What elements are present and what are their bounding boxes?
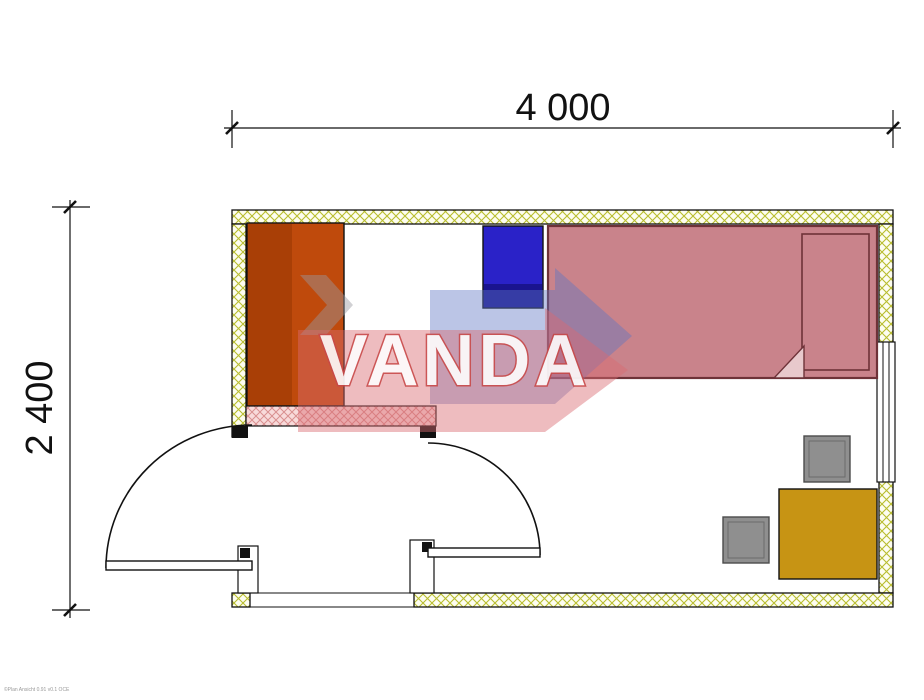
watermark-text: VANDA bbox=[320, 321, 591, 401]
dim-top-ticks bbox=[225, 121, 900, 135]
door-jamb-left bbox=[232, 426, 248, 438]
wall-bottom bbox=[413, 592, 894, 608]
blue-cabinet-lower bbox=[484, 284, 542, 307]
chair-1 bbox=[803, 435, 851, 483]
dim-left-label: 2 400 bbox=[19, 360, 61, 455]
door-leaf-small bbox=[427, 547, 541, 558]
door-jamb-right bbox=[420, 426, 436, 438]
bed bbox=[546, 224, 879, 380]
chair-1-inner bbox=[808, 440, 846, 478]
entry-pillar-right-cap bbox=[422, 542, 432, 552]
window-frame bbox=[876, 341, 896, 483]
door-leaf-large bbox=[105, 560, 253, 571]
watermark-gray-chevron bbox=[300, 275, 353, 335]
wall-top bbox=[231, 209, 894, 225]
entry-threshold-lines bbox=[250, 592, 414, 608]
wall-left bbox=[231, 223, 247, 438]
dimension-left: 2 400 bbox=[19, 200, 90, 618]
desk bbox=[778, 488, 878, 580]
fine-print: ©Plan Ansicht 0.91 v0.1 OCE bbox=[4, 686, 70, 693]
dim-top-label: 4 000 bbox=[515, 87, 610, 129]
entry-pillar-left-cap bbox=[240, 548, 250, 558]
chair-2 bbox=[722, 516, 770, 564]
partition-wall bbox=[245, 405, 437, 427]
dim-left-ticks bbox=[63, 200, 77, 617]
chair-2-inner bbox=[727, 521, 765, 559]
bed-pillow-area bbox=[801, 233, 870, 371]
watermark-pink-arrow bbox=[298, 308, 628, 432]
wall-bottom-left-stub bbox=[231, 592, 251, 608]
dimension-top: 4 000 bbox=[224, 87, 901, 148]
watermark: VANDA bbox=[298, 268, 632, 432]
window-glazing-lines bbox=[882, 342, 890, 482]
entry-vestibule bbox=[105, 405, 541, 594]
furniture bbox=[246, 222, 879, 580]
wardrobe-dark-strip bbox=[248, 224, 292, 405]
bed-blanket-fold bbox=[772, 344, 805, 379]
door-arc-small bbox=[427, 442, 541, 556]
watermark-blue-arrow bbox=[430, 268, 632, 404]
door-arc-large bbox=[105, 424, 253, 569]
window-right bbox=[876, 341, 896, 483]
